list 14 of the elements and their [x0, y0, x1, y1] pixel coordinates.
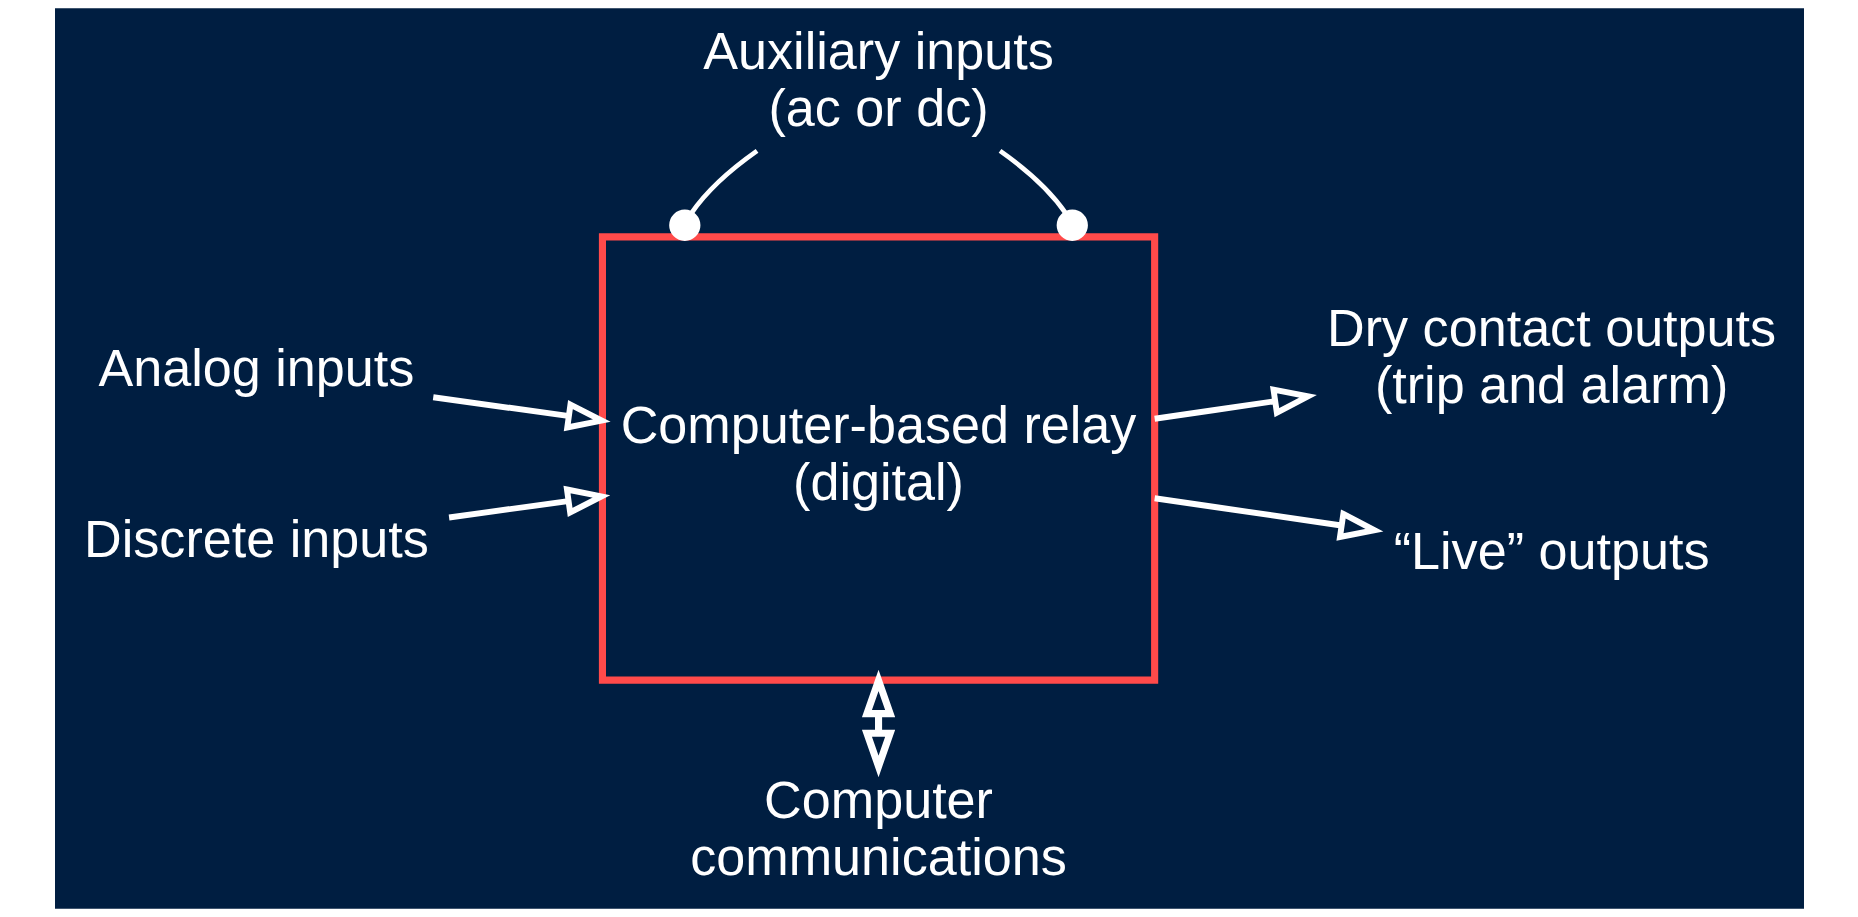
node-box: Computer-based relay (digital): [598, 233, 1158, 684]
arrow: [861, 669, 895, 778]
arrow: [1153, 495, 1383, 541]
connector: [668, 149, 758, 241]
arrow: [1153, 385, 1317, 422]
arrow: [432, 394, 611, 432]
node-text: Analog inputs: [98, 339, 414, 398]
node-text: Discrete inputs: [83, 510, 429, 569]
arrow: [448, 485, 610, 521]
node-text: Auxiliary inputs (ac or dc): [702, 21, 1054, 137]
node-text: Dry contact outputs (trip and alarm): [1326, 299, 1776, 415]
node-text: “Live” outputs: [1393, 521, 1710, 580]
connector: [998, 149, 1088, 241]
node-text: Computer communications: [689, 770, 1067, 886]
